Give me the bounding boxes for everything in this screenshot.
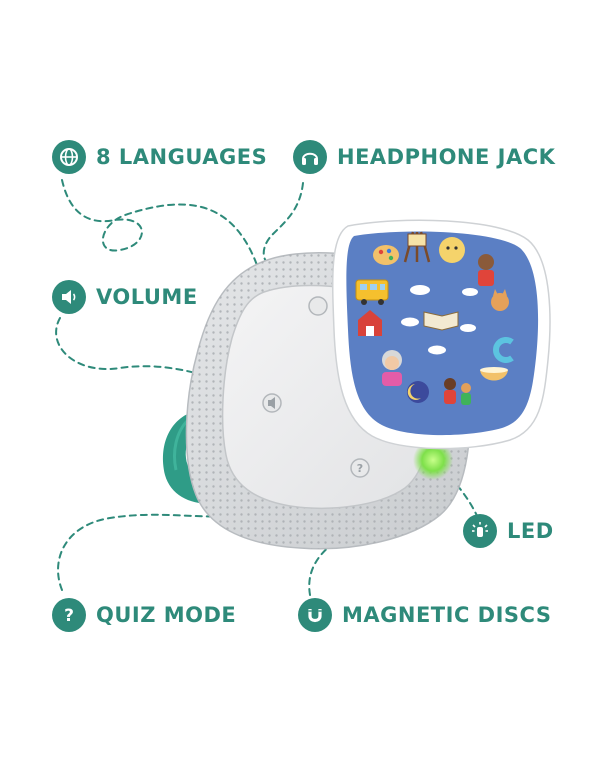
headphones-icon — [293, 140, 327, 174]
svg-text:?: ? — [64, 606, 74, 625]
feature-quiz-mode: ? Quiz Mode — [52, 598, 236, 632]
feature-label: Quiz Mode — [96, 603, 237, 627]
magnet-icon — [298, 598, 332, 632]
connector-magnetic — [308, 485, 419, 596]
feature-label: Volume — [96, 285, 198, 309]
magnetic-disc — [332, 219, 551, 450]
quiz-button — [350, 458, 370, 478]
feature-led: LED — [463, 514, 554, 548]
lightbulb-icon — [463, 514, 497, 548]
headphone-jack-port — [308, 296, 328, 316]
feature-headphone-jack: Headphone Jack — [293, 140, 555, 174]
feature-magnetic-discs: Magnetic Discs — [298, 598, 551, 632]
feature-label: 8 Languages — [96, 145, 268, 169]
feature-volume: Volume — [52, 280, 198, 314]
feature-8-languages: 8 Languages — [52, 140, 267, 174]
question-icon: ? — [52, 598, 86, 632]
device-strap — [163, 412, 236, 504]
speaker-icon — [52, 280, 86, 314]
feature-label: Magnetic Discs — [342, 603, 552, 627]
feature-label: LED — [507, 519, 554, 543]
connector-led — [434, 461, 479, 519]
feature-label: Headphone Jack — [337, 145, 556, 169]
led-light — [413, 440, 453, 480]
svg-text:?: ? — [357, 462, 363, 475]
globe-icon — [52, 140, 86, 174]
